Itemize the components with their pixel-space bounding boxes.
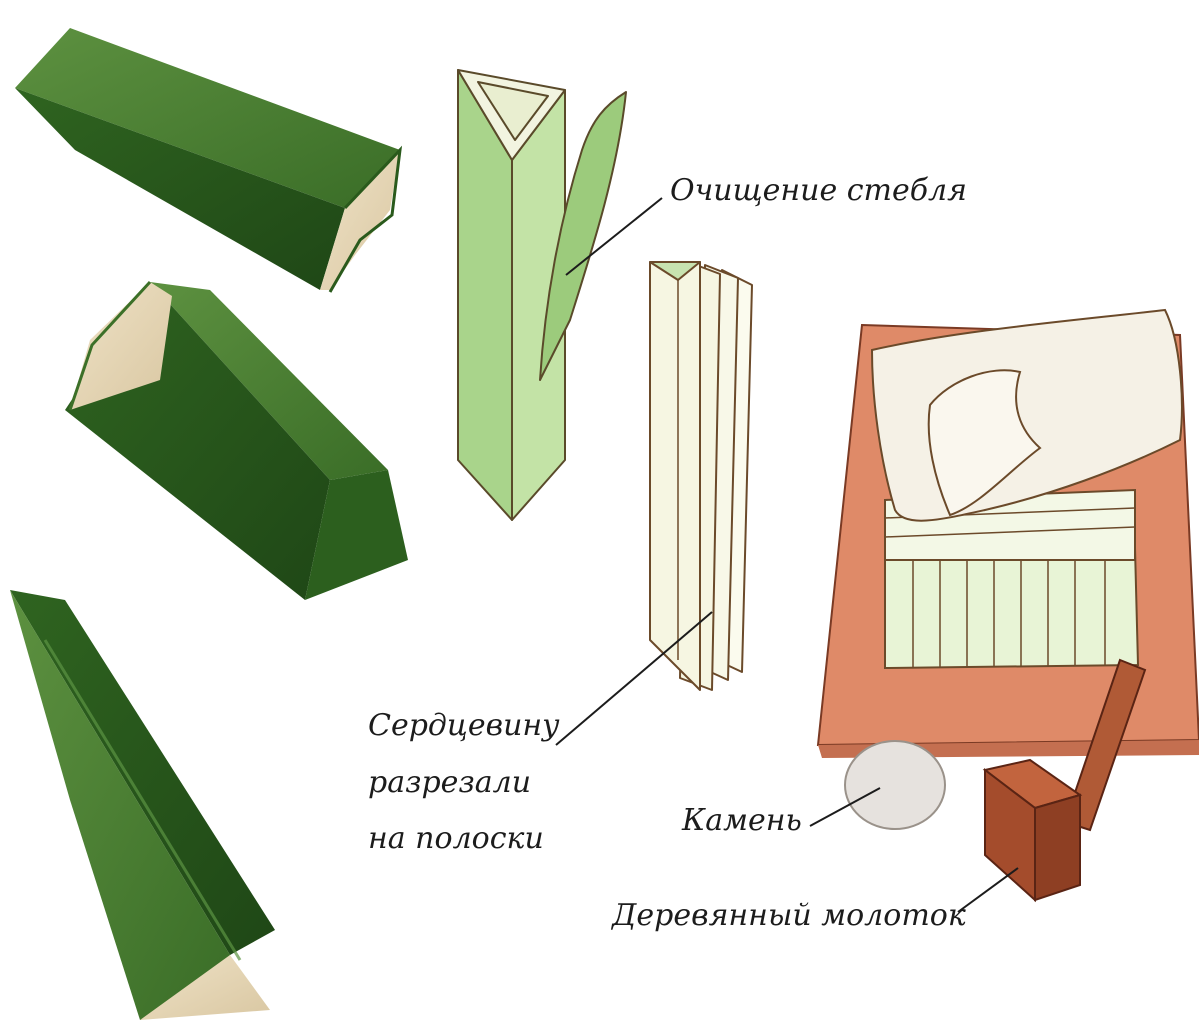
pressing-board-illustration [818, 310, 1199, 900]
stalk-piece-top [15, 28, 400, 292]
pith-strips-illustration [650, 262, 752, 690]
label-stone: Камень [681, 803, 802, 838]
label-wooden-mallet: Деревянный молоток [610, 898, 966, 933]
label-pith-strips-line-2: разрезали [368, 765, 531, 800]
leader-mallet [958, 868, 1018, 912]
label-peeling-stalk: Очищение стебля [670, 173, 967, 208]
label-pith-strips-line-3: на полоски [368, 821, 544, 856]
stalk-piece-bottom [10, 590, 275, 1020]
stalk-piece-middle [65, 282, 408, 600]
peeled-stalk-illustration [458, 70, 626, 520]
label-pith-strips-line-1: Сердцевину [368, 708, 560, 743]
